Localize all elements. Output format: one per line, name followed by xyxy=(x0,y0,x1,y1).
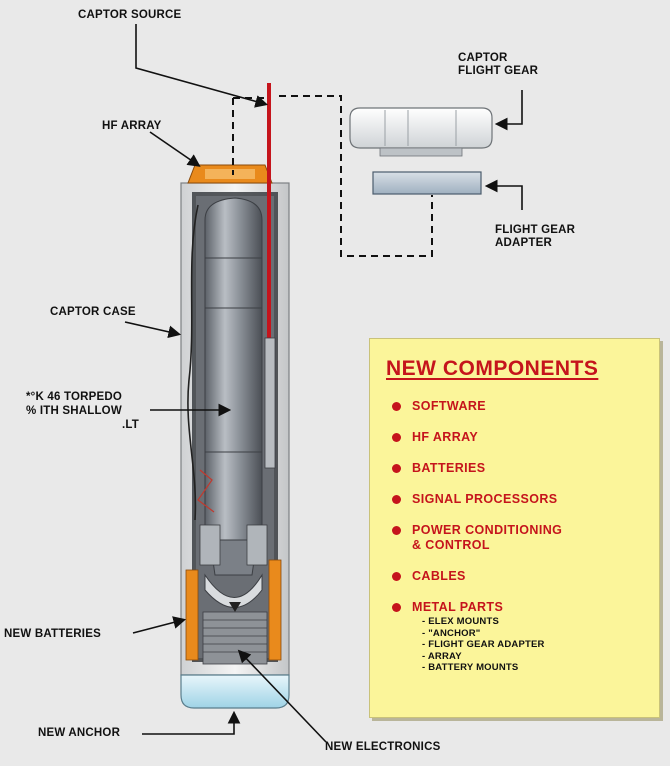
new-components-panel: NEW COMPONENTS SOFTWARE HF ARRAY BATTERI… xyxy=(369,338,660,718)
sub-item: - FLIGHT GEAR ADAPTER xyxy=(422,639,545,650)
component-label: BATTERIES xyxy=(412,461,486,475)
bullet-icon xyxy=(392,433,401,442)
component-label: SIGNAL PROCESSORS xyxy=(412,492,558,506)
label-new-anchor: NEW ANCHOR xyxy=(38,727,121,739)
sub-item: - BATTERY MOUNTS xyxy=(422,662,519,673)
label-new-electronics: NEW ELECTRONICS xyxy=(325,741,441,753)
sub-item: - ARRAY xyxy=(422,650,462,662)
label-flight-gear-adapter-line2: ADAPTER xyxy=(495,237,552,249)
label-torpedo-line2: % ITH SHALLOW xyxy=(26,405,122,417)
component-label: POWER CONDITIONING xyxy=(412,523,563,537)
label-flight-gear-adapter-line1: FLIGHT GEAR xyxy=(495,224,576,236)
component-item: SOFTWARE xyxy=(392,399,562,414)
flight-gear-part xyxy=(349,107,493,157)
battery-strips xyxy=(185,559,282,661)
sub-item: - "ANCHOR" xyxy=(422,627,481,639)
component-label-line2: & CONTROL xyxy=(412,538,490,552)
bullet-icon xyxy=(392,464,401,473)
component-item: POWER CONDITIONING & CONTROL xyxy=(392,523,562,553)
sub-item: - ELEX MOUNTS xyxy=(422,616,500,627)
component-item: SIGNAL PROCESSORS xyxy=(392,492,562,507)
component-label: SOFTWARE xyxy=(412,399,487,413)
bullet-icon xyxy=(392,572,401,581)
component-label: HF ARRAY xyxy=(412,430,479,444)
bullet-icon xyxy=(392,526,401,535)
label-hf-array: HF ARRAY xyxy=(102,120,162,132)
component-item: BATTERIES xyxy=(392,461,562,476)
bullet-icon xyxy=(392,495,401,504)
bullet-icon xyxy=(392,603,401,612)
captor-case-wiring xyxy=(187,204,199,521)
label-torpedo: *°K 46 TORPEDO % ITH SHALLOW .LT xyxy=(26,390,139,432)
component-item: METAL PARTS - ELEX MOUNTS - "ANCHOR" - F… xyxy=(392,600,562,674)
component-item: CABLES xyxy=(392,569,562,584)
component-label: CABLES xyxy=(412,569,466,583)
label-captor-flight-gear-line1: CAPTOR xyxy=(458,52,508,64)
label-flight-gear-adapter: FLIGHT GEAR ADAPTER xyxy=(495,224,575,250)
flight-gear-adapter-part xyxy=(372,171,482,195)
label-captor-flight-gear: CAPTOR FLIGHT GEAR xyxy=(458,52,538,78)
leader-lines xyxy=(124,24,523,743)
label-torpedo-line1: *°K 46 TORPEDO xyxy=(26,391,123,403)
component-list: SOFTWARE HF ARRAY BATTERIES SIGNAL PROCE… xyxy=(392,399,562,674)
anchor-part xyxy=(180,674,290,709)
component-label: METAL PARTS xyxy=(412,600,504,614)
panel-title: NEW COMPONENTS xyxy=(386,357,599,380)
component-item: HF ARRAY xyxy=(392,430,562,445)
label-torpedo-line3: .LT xyxy=(122,419,139,431)
label-captor-flight-gear-line2: FLIGHT GEAR xyxy=(458,65,539,77)
label-new-batteries: NEW BATTERIES xyxy=(4,628,101,640)
electronics-stack xyxy=(202,611,268,665)
label-captor-case: CAPTOR CASE xyxy=(50,306,136,318)
bullet-icon xyxy=(392,402,401,411)
label-captor-source: CAPTOR SOURCE xyxy=(78,9,182,21)
metal-parts-sublist: - ELEX MOUNTS - "ANCHOR" - FLIGHT GEAR A… xyxy=(422,616,562,674)
hf-array-part xyxy=(187,164,273,184)
torpedo-part xyxy=(199,197,268,612)
